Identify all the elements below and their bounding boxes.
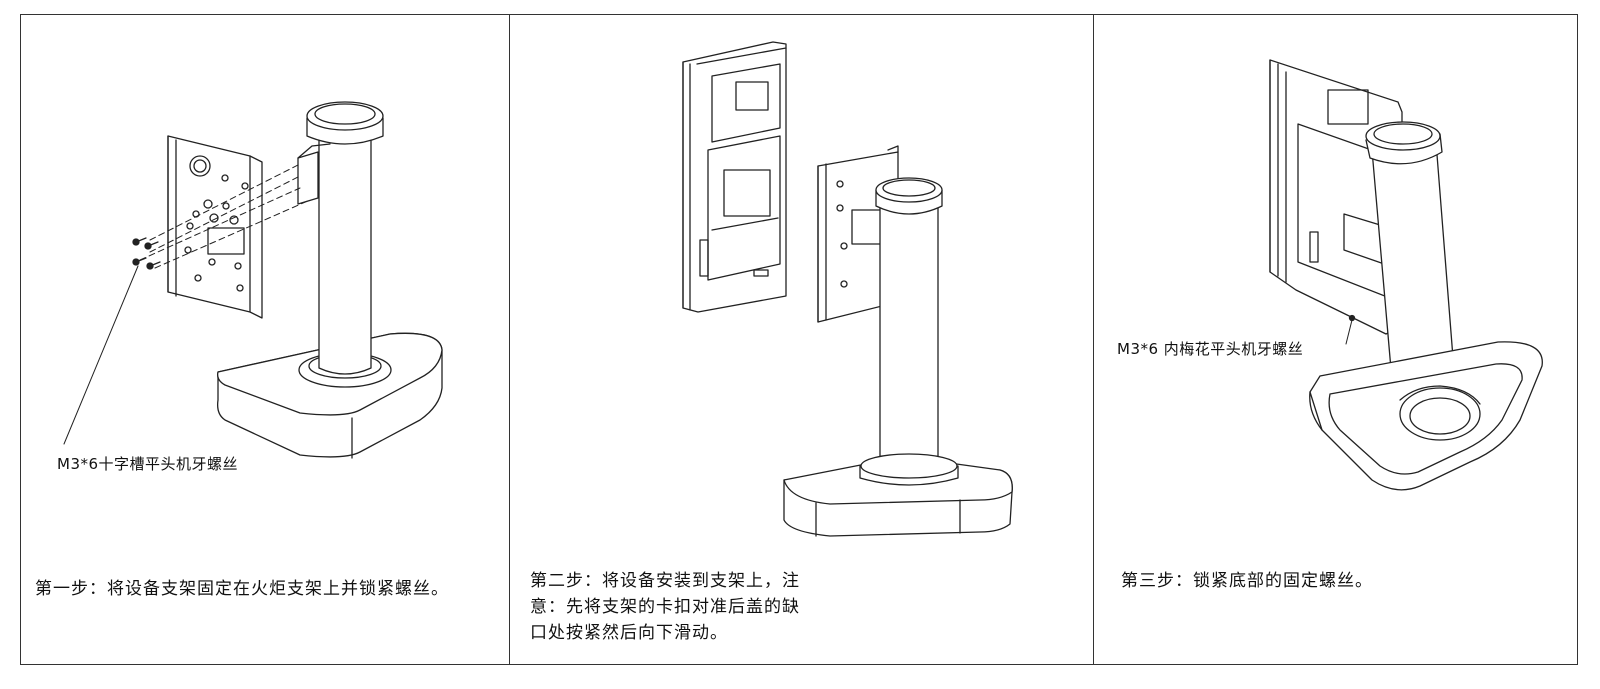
- panel-divider-1: [509, 14, 510, 665]
- torch-stand-pole: [1366, 122, 1456, 409]
- torch-stand-base: [784, 454, 1012, 536]
- panel-3-illustration: [1270, 60, 1542, 490]
- access-control-device: [683, 42, 786, 312]
- screw-callout-label: M3*6 内梅花平头机牙螺丝: [1117, 340, 1304, 358]
- step-1-caption: 第一步：将设备支架固定在火炬支架上并锁紧螺丝。: [35, 579, 449, 599]
- step-3-caption: 第三步：锁紧底部的固定螺丝。: [1121, 571, 1373, 591]
- step-2-caption-line-3: 口处按紧然后向下滑动。: [530, 623, 728, 643]
- alignment-lines: [140, 164, 310, 268]
- instruction-frame: [20, 14, 1578, 665]
- torch-stand-pole: [298, 102, 383, 374]
- panel-divider-2: [1093, 14, 1094, 665]
- torch-stand-base: [218, 333, 442, 458]
- panel-1-illustration: [64, 102, 442, 458]
- panel-2-illustration: [683, 42, 1012, 536]
- step-2-caption-line-2: 意：先将支架的卡扣对准后盖的缺: [530, 597, 800, 617]
- mounting-bracket: [168, 136, 262, 318]
- screw-leader-line: [64, 266, 138, 444]
- torch-stand-pole: [876, 178, 942, 470]
- screw-callout-label: M3*6十字槽平头机牙螺丝: [57, 455, 239, 473]
- torch-stand-base: [1310, 342, 1543, 490]
- screws: [133, 238, 160, 269]
- screw-leader-line: [1346, 320, 1352, 344]
- step-2-caption-line-1: 第二步：将设备安装到支架上，注: [530, 571, 800, 591]
- step-2-caption: 第二步：将设备安装到支架上，注 意：先将支架的卡扣对准后盖的缺 口处按紧然后向下…: [530, 568, 800, 646]
